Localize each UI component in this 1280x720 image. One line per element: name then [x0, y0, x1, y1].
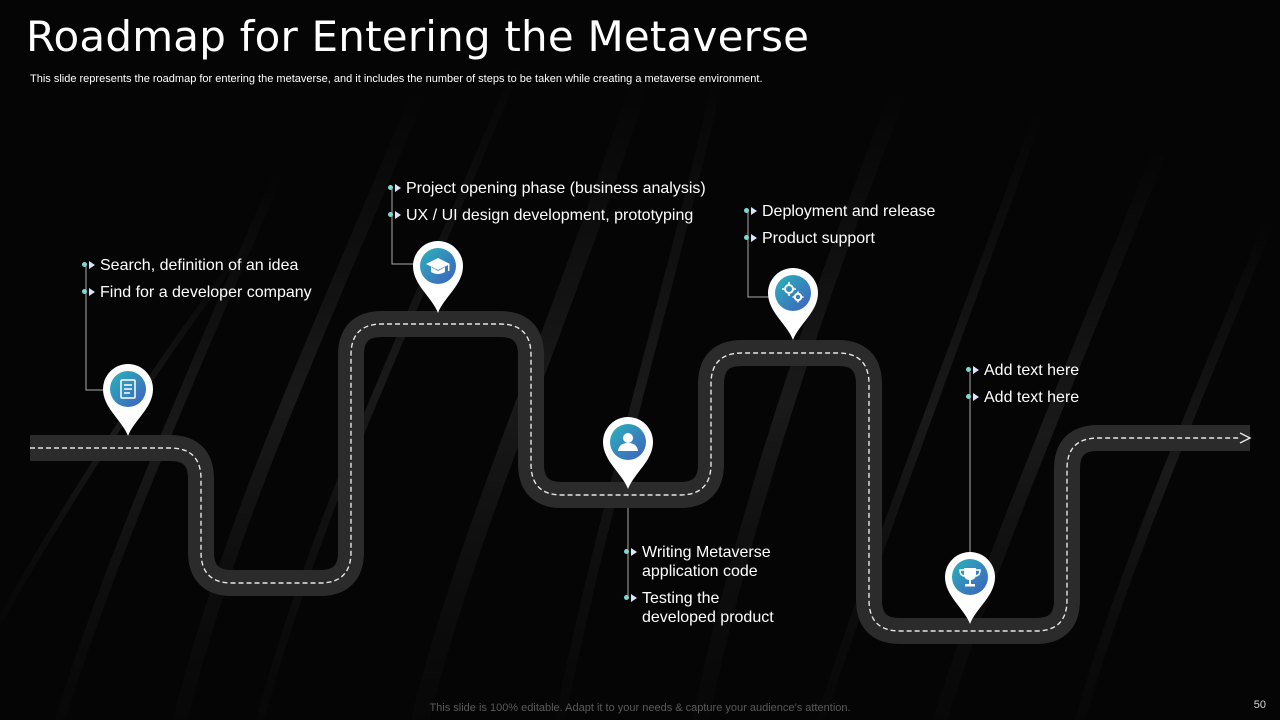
- page-subtitle: This slide represents the roadmap for en…: [30, 73, 763, 85]
- milestone-2-bullet-1: Project opening phase (business analysis…: [386, 179, 706, 198]
- milestone-2-pin: [413, 241, 463, 313]
- milestone-1-bullet-1: Search, definition of an idea: [80, 256, 312, 275]
- milestone-2-bullets: Project opening phase (business analysis…: [386, 179, 706, 233]
- milestone-3-bullet-1: Writing Metaverse application code: [622, 543, 797, 581]
- road-end-arrow-icon: [1239, 432, 1252, 444]
- document-icon: [120, 379, 136, 399]
- footer-note: This slide is 100% editable. Adapt it to…: [429, 702, 851, 714]
- milestone-4-bullet-1: Deployment and release: [742, 202, 935, 221]
- milestone-5-bullet-2: Add text here: [964, 388, 1079, 407]
- gears-icon: [782, 282, 804, 303]
- page-number: 50: [1253, 699, 1266, 711]
- milestone-5-bullet-1: Add text here: [964, 361, 1079, 380]
- milestone-4-bullets: Deployment and release Product support: [742, 202, 935, 256]
- milestone-5-bullets: Add text here Add text here: [964, 361, 1079, 415]
- milestone-3-bullet-2: Testing the developed product: [622, 589, 797, 627]
- milestone-4-bullet-2: Product support: [742, 229, 935, 248]
- graduation-cap-icon: [426, 258, 450, 274]
- milestone-2-bullet-2: UX / UI design development, prototyping: [386, 206, 706, 225]
- milestone-5-pin: [945, 552, 995, 624]
- trophy-icon: [959, 568, 981, 587]
- milestone-4-pin: [768, 268, 818, 340]
- milestone-3-bullets: Writing Metaverse application code Testi…: [622, 543, 797, 635]
- road-dashed-centerline: [30, 323, 1240, 632]
- milestone-1-pin: [103, 364, 153, 436]
- page-title: Roadmap for Entering the Metaverse: [26, 12, 810, 61]
- milestone-1-bullet-2: Find for a developer company: [80, 283, 312, 302]
- milestone-1-bullets: Search, definition of an idea Find for a…: [80, 256, 312, 310]
- milestone-3-pin: [603, 417, 653, 489]
- user-icon: [618, 433, 638, 451]
